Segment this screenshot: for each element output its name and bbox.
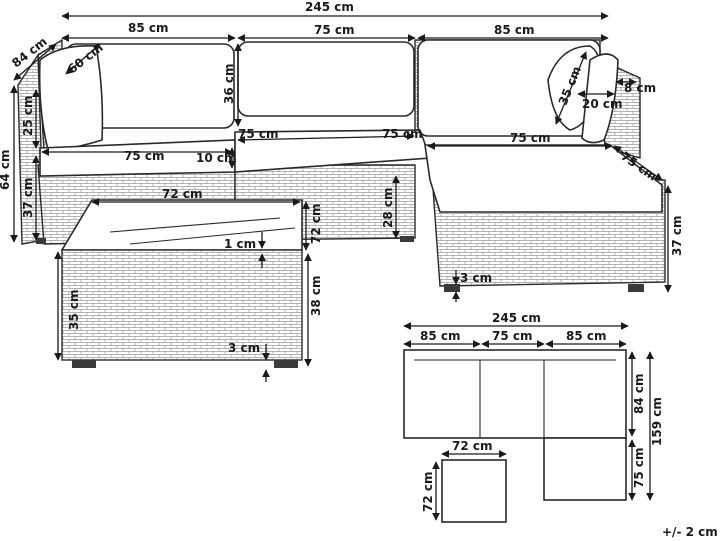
label-plan-right: 85 cm [566, 329, 607, 343]
label-arm-thickness: 8 cm [624, 81, 656, 95]
label-back-cushion-height: 36 cm [222, 64, 236, 105]
label-table-width: 72 cm [162, 187, 203, 201]
label-plan-depth: 84 cm [632, 374, 646, 415]
label-ottoman-width: 75 cm [510, 131, 551, 145]
label-middle-seat-depth-left: 75 cm [238, 127, 279, 141]
label-sofa-frame-height: 28 cm [381, 188, 395, 229]
table-leg-left [72, 360, 96, 368]
label-table-height: 38 cm [309, 276, 323, 317]
label-total-width: 245 cm [305, 0, 354, 14]
plan-sofa [403, 349, 627, 439]
label-ottoman-height: 37 cm [670, 216, 684, 257]
plan-view [403, 322, 654, 523]
label-plan-total: 245 cm [492, 311, 541, 325]
table-leg-right [274, 360, 298, 368]
label-plan-table-width: 72 cm [452, 439, 493, 453]
table-top [60, 199, 303, 251]
label-pillow-depth: 20 cm [582, 97, 623, 111]
label-middle-seat-width: 75 cm [314, 23, 355, 37]
label-table-glass: 1 cm [224, 237, 256, 251]
label-plan-middle: 75 cm [492, 329, 533, 343]
label-plan-left: 85 cm [420, 329, 461, 343]
label-left-seat-width: 85 cm [128, 21, 169, 35]
table-base [61, 249, 303, 361]
label-seat-height: 37 cm [21, 178, 35, 219]
label-left-seat-depth: 75 cm [124, 149, 165, 163]
label-plan-table-depth: 72 cm [421, 472, 435, 513]
label-right-seat-width: 85 cm [494, 23, 535, 37]
label-frame-gap: 10 cm [196, 151, 237, 165]
label-plan-ottoman: 75 cm [632, 448, 646, 489]
label-middle-seat-depth-right: 75 cm [382, 127, 423, 141]
label-total-height: 64 cm [0, 150, 12, 191]
plan-table [441, 459, 507, 523]
label-table-body-height: 35 cm [67, 290, 81, 331]
label-table-leg: 3 cm [228, 341, 260, 355]
label-table-depth: 72 cm [309, 204, 323, 245]
label-plan-full-depth: 159 cm [650, 397, 664, 446]
label-tolerance: +/- 2 cm [662, 525, 718, 539]
label-arm-height: 25 cm [21, 96, 35, 137]
plan-ottoman [543, 437, 627, 501]
back-cushion-middle [237, 41, 415, 117]
dimension-lines [10, 12, 672, 382]
label-ottoman-leg: 3 cm [460, 271, 492, 285]
